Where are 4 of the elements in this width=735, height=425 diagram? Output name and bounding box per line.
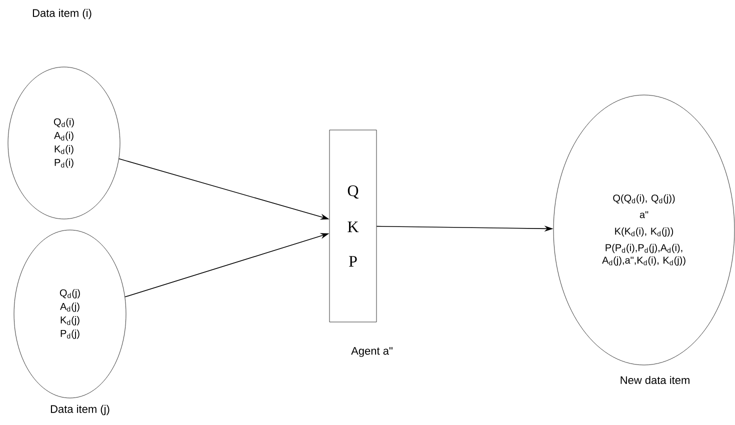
label: Data item (i): [32, 8, 92, 20]
label: New data item: [620, 376, 690, 384]
label: Agent a": [351, 347, 392, 357]
agent-box: Q K P: [329, 130, 377, 322]
